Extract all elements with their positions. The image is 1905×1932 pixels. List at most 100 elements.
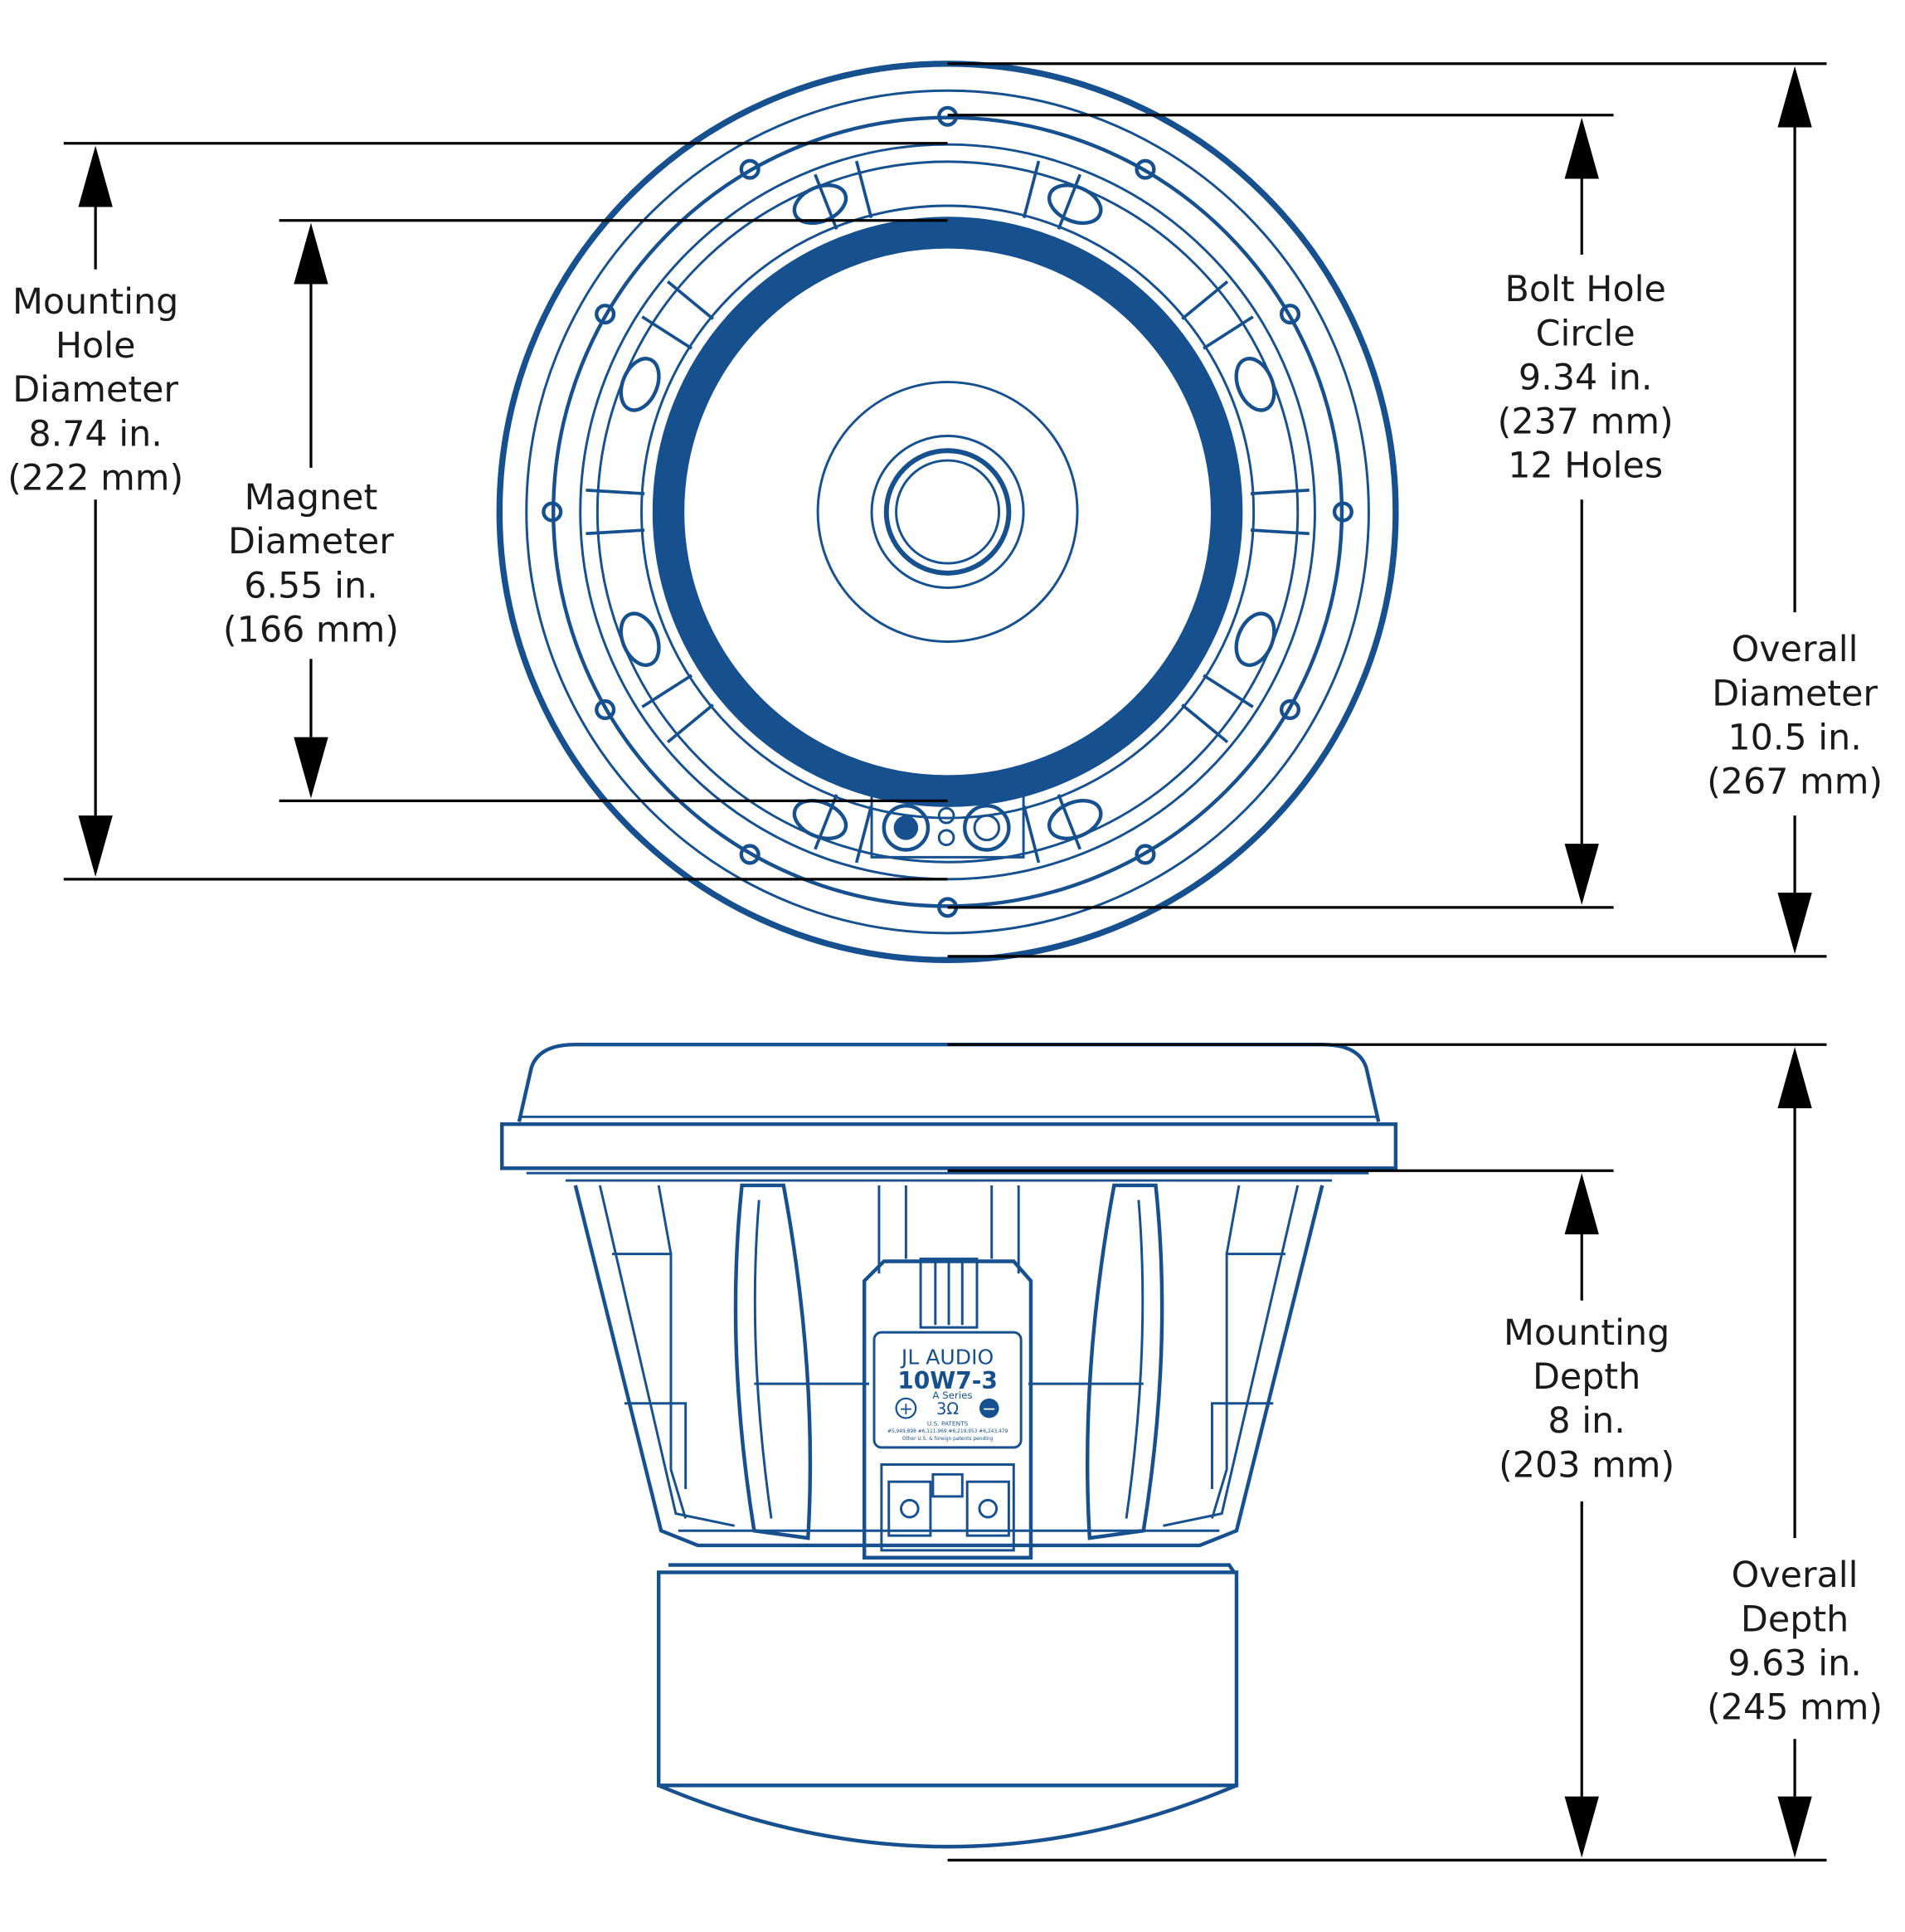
label-magnet: Magnet Diameter 6.55 in. (166 mm) <box>223 477 399 650</box>
spoke-clip <box>792 183 848 226</box>
bolt-hole-line-4: (237 mm) <box>1498 401 1674 443</box>
model-text: 10W7-3 <box>897 1367 998 1394</box>
spoke-clip <box>619 611 661 667</box>
basket-spoke <box>1181 280 1254 350</box>
label-mounting-depth: Mounting Depth 8 in. (203 mm) <box>1499 1312 1674 1486</box>
bolt-hole <box>1332 501 1353 523</box>
label-overall-diameter: Overall Diameter 10.5 in. (267 mm) <box>1707 629 1883 802</box>
spoke-clip <box>1234 611 1276 667</box>
bolt-hole-line-5: 12 Holes <box>1508 445 1663 487</box>
surround-dome <box>517 1042 1381 1122</box>
mounting-hole-arrow-part <box>78 815 113 877</box>
bolt-hole <box>739 158 761 180</box>
overall-diameter-line-1: Overall <box>1732 629 1859 670</box>
magnet-line-3: 6.55 in. <box>244 565 378 606</box>
overall-diameter-arrow-part <box>1777 893 1812 954</box>
overall-depth-arrow-part <box>1777 1796 1812 1858</box>
bolt-hole <box>1135 844 1156 865</box>
mounting-depth-line-3: 8 in. <box>1548 1400 1625 1442</box>
pole-ring-outer <box>870 435 1025 590</box>
magnet-arrow-part <box>294 737 328 799</box>
inner-basket-ring <box>640 204 1256 820</box>
bolt-hole <box>1135 158 1156 180</box>
bolt-hole <box>595 698 616 721</box>
spoke-clip <box>1047 799 1103 841</box>
mounting-hole-line-2: Hole <box>56 325 136 367</box>
label-bolt-hole: Bolt Hole Circle 9.34 in. (237 mm) 12 Ho… <box>1498 269 1674 487</box>
patents-line1: #5,949,898 #6,111,969 #6,219,953 #6,243,… <box>887 1429 1008 1434</box>
bolt-hole <box>739 844 761 865</box>
bolt-hole-line-3: 9.34 in. <box>1519 357 1653 398</box>
overall-diameter-arrow-part <box>1777 66 1812 128</box>
side-terminal-block: JL AUDIO 10W7-3 A Series + 3Ω − U.S. PAT… <box>862 1258 1033 1560</box>
frame-flange <box>500 1122 1398 1170</box>
bolt-hole-line-2: Circle <box>1536 313 1635 354</box>
magnet-arrow-part <box>294 222 328 285</box>
mounting-depth-line-1: Mounting <box>1504 1312 1669 1354</box>
bolt-hole <box>1279 304 1301 325</box>
basket-spoke <box>1022 160 1081 230</box>
basket-spoke <box>641 280 715 350</box>
mounting-depth-line-4: (203 mm) <box>1499 1444 1674 1486</box>
side-view: JL AUDIO 10W7-3 A Series + 3Ω − U.S. PAT… <box>500 1042 1398 1849</box>
mounting-hole-arrow-part <box>78 145 113 207</box>
basket-spoke <box>1250 489 1310 536</box>
mounting-depth-arrow-part <box>1564 1796 1599 1858</box>
basket-spoke <box>1022 794 1081 864</box>
dimension-arrows <box>78 66 1812 1858</box>
bolt-holes <box>542 105 1353 918</box>
bolt-hole-arrow-part <box>1564 117 1599 179</box>
spoke-clip <box>1234 357 1276 412</box>
mounting-depth-line-2: Depth <box>1533 1356 1640 1398</box>
mounting-hole-line-4: 8.74 in. <box>28 413 163 455</box>
mounting-depth-arrow <box>1564 1173 1599 1858</box>
plus-symbol: + <box>899 1399 913 1419</box>
basket-spoke <box>814 794 873 864</box>
brand-text: JL AUDIO <box>900 1345 994 1369</box>
mounting-hole-line-3: Diameter <box>12 369 178 411</box>
label-mounting-hole: Mounting Hole Diameter 8.74 in. (222 mm) <box>7 281 183 499</box>
mounting-ring <box>579 143 1316 881</box>
basket-spokes <box>586 160 1310 864</box>
overall-diameter-line-2: Diameter <box>1712 673 1878 714</box>
bolt-hole-arrow <box>1564 117 1599 905</box>
dimension-lines <box>63 62 1827 1861</box>
minus-symbol: − <box>982 1399 996 1419</box>
patents-line2: Other U.S. & foreign patents pending <box>902 1437 994 1442</box>
cone-ring <box>816 381 1079 644</box>
top-view <box>496 61 1399 964</box>
bolt-hole <box>1279 698 1301 721</box>
basket-spoke <box>641 674 715 744</box>
basket-spoke <box>586 489 645 536</box>
label-overall-depth: Overall Depth 9.63 in. (245 mm) <box>1707 1555 1883 1728</box>
bolt-hole <box>595 304 616 325</box>
basket-legs <box>573 1183 1324 1548</box>
bolt-hole <box>542 501 563 523</box>
overall-depth-line-2: Depth <box>1741 1599 1849 1640</box>
frame-ring-2 <box>525 89 1370 935</box>
mounting-hole-line-5: (222 mm) <box>7 457 183 499</box>
spoke-clip <box>792 799 848 841</box>
pole-ring <box>883 448 1012 576</box>
magnet-can <box>656 1563 1239 1849</box>
basket-ring <box>595 160 1300 864</box>
magnet-arrow <box>294 222 328 799</box>
overall-depth-line-3: 9.63 in. <box>1728 1642 1862 1684</box>
spoke-clip <box>619 357 661 412</box>
overall-depth-line-4: (245 mm) <box>1707 1687 1883 1729</box>
mounting-hole-line-1: Mounting <box>12 281 178 323</box>
overall-diameter-arrow <box>1777 66 1812 954</box>
overall-diameter-line-4: (267 mm) <box>1707 762 1883 803</box>
outer-frame-ring <box>496 61 1399 964</box>
overall-depth-arrow-part <box>1777 1047 1812 1108</box>
top-terminal <box>870 790 1025 859</box>
magnet-ring <box>652 217 1243 807</box>
impedance-text: 3Ω <box>936 1399 959 1419</box>
pole-ring-inner <box>895 459 1001 565</box>
bolt-hole-arrow-part <box>1564 844 1599 905</box>
bolt-hole-line-1: Bolt Hole <box>1504 269 1665 310</box>
overall-depth-arrow <box>1777 1047 1812 1858</box>
patents-title: U.S. PATENTS <box>927 1419 969 1427</box>
